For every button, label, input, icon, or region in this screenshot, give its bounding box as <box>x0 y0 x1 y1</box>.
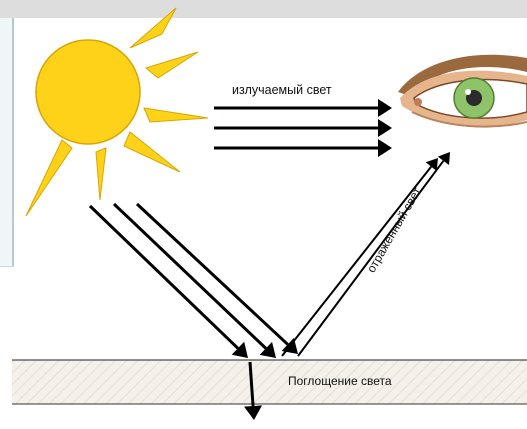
eye-highlight <box>465 89 471 95</box>
eye-tear-duct <box>414 98 422 106</box>
sun-ray <box>130 8 176 48</box>
sun-ray <box>144 108 208 122</box>
sun-ray <box>146 52 198 78</box>
surface <box>12 360 527 404</box>
reflected-arrow-head <box>438 152 450 165</box>
sun-disc <box>36 40 140 144</box>
emitted-arrow-head <box>378 119 392 137</box>
sun-ray <box>124 132 180 172</box>
emitted-arrow-head <box>378 99 392 117</box>
eye-icon <box>398 55 527 127</box>
sun-ray <box>26 140 72 216</box>
incident-arrow-shaft <box>114 204 266 348</box>
emitted-light-label: излучаемый свет <box>232 83 332 97</box>
absorbed-arrow-head <box>244 405 262 420</box>
surface-band <box>12 360 527 404</box>
emitted-arrow-head <box>378 139 392 157</box>
sun-ray <box>96 148 106 200</box>
sun-icon <box>26 8 208 216</box>
absorption-label: Поглощение света <box>288 374 392 388</box>
